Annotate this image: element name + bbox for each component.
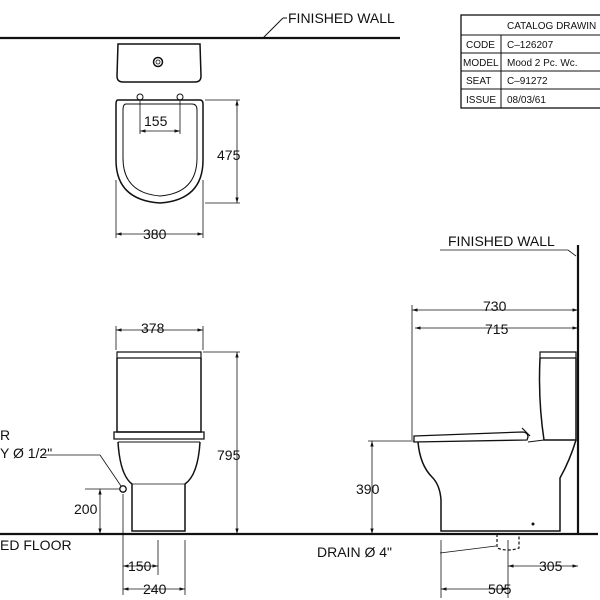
drain-label: DRAIN Ø 4" — [317, 544, 392, 560]
supply-label-line1: R — [0, 427, 10, 443]
title-model-key: MODEL — [463, 58, 499, 69]
dim-front-to-drain: 505 — [488, 581, 512, 597]
dim-supply-height: 200 — [74, 501, 98, 517]
dim-overall-depth: 730 — [483, 298, 507, 314]
title-block-header: CATALOG DRAWIN — [507, 21, 596, 32]
finished-wall-label-right: FINISHED WALL — [448, 233, 555, 249]
title-block: CATALOG DRAWIN CODE C–126207 MODEL Mood … — [460, 14, 600, 109]
title-model-value: Mood 2 Pc. Wc. — [507, 58, 578, 69]
dim-wall-to-drain: 305 — [539, 558, 563, 574]
title-issue-value: 08/03/61 — [507, 95, 546, 106]
dim-tank-width: 378 — [141, 320, 165, 336]
dim-seat-height: 390 — [356, 481, 380, 497]
dim-seat-width: 380 — [143, 226, 167, 242]
dim-seat-hole-spacing: 155 — [144, 113, 168, 129]
dim-bowl-depth: 715 — [485, 321, 509, 337]
title-seat-key: SEAT — [466, 76, 491, 87]
side-view: FINISHED WALL 730 715 DRAIN Ø 4" 390 305 — [317, 233, 580, 598]
title-code-value: C–126207 — [507, 40, 554, 51]
title-seat-value: C–91272 — [507, 76, 548, 87]
front-view: ED FLOOR 378 R Y Ø 1/2" 200 795 15 — [0, 320, 598, 597]
finished-wall-label-top: FINISHED WALL — [288, 10, 395, 26]
supply-valve-icon — [119, 485, 127, 493]
title-code-key: CODE — [466, 40, 495, 51]
top-view: FINISHED WALL 155 475 380 — [0, 10, 400, 242]
title-issue-key: ISSUE — [466, 95, 496, 106]
finished-floor-label: ED FLOOR — [0, 537, 72, 553]
dim-base-width: 240 — [143, 581, 167, 597]
dim-seat-depth: 475 — [217, 147, 241, 163]
flush-button-icon — [152, 56, 164, 68]
supply-label-line2: Y Ø 1/2" — [0, 445, 52, 461]
dim-supply-offset: 150 — [128, 558, 152, 574]
dim-total-height: 795 — [217, 447, 241, 463]
